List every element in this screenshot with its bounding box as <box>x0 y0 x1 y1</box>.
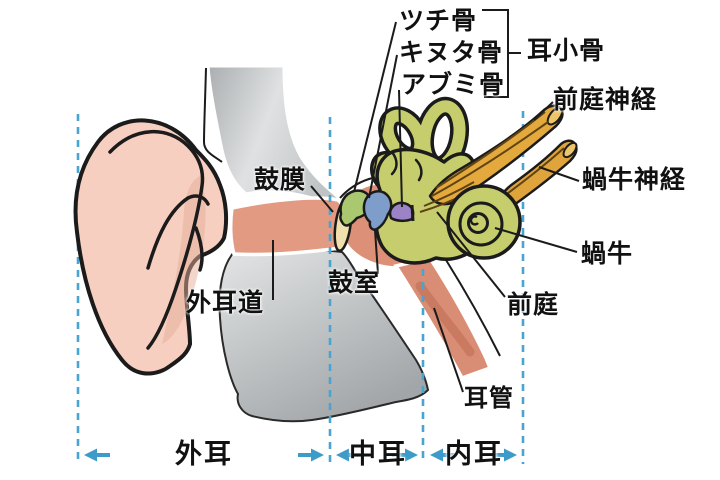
region-arrows <box>84 448 517 462</box>
label-ear-canal: 外耳道 <box>186 288 265 317</box>
ear-canal <box>228 196 348 257</box>
label-region-inner-ear: 内耳 <box>445 439 503 470</box>
leader-stapes <box>398 89 403 208</box>
label-region-middle-ear: 中耳 <box>349 439 407 470</box>
label-vestibular-nerve: 前庭神経 <box>553 85 658 114</box>
leader-vestibular-nerve <box>533 101 554 121</box>
label-ossicles: 耳小骨 <box>527 36 606 65</box>
label-cochlea: 蝸牛 <box>581 239 634 268</box>
leader-malleus <box>353 21 397 193</box>
label-region-outer-ear: 外耳 <box>175 439 233 470</box>
leader-cochlea <box>494 227 578 253</box>
tube-outer-line <box>445 259 501 357</box>
label-eardrum: 鼓膜 <box>254 165 307 194</box>
label-stapes: アブミ骨 <box>401 70 506 99</box>
arrow-middle-left <box>336 448 362 462</box>
arrow-inner-left <box>430 448 456 462</box>
leader-lines <box>272 9 580 393</box>
label-tympanic-cavity: 鼓室 <box>328 268 381 297</box>
ossicle-incus <box>362 190 393 231</box>
label-eustachian-tube: 耳管 <box>464 384 514 412</box>
arrow-middle-right <box>392 448 418 462</box>
ossicle-stapes <box>388 201 415 223</box>
leader-incus <box>368 54 398 199</box>
leader-eustachian-tube <box>433 307 464 393</box>
label-malleus: ツチ骨 <box>399 6 478 35</box>
pinna <box>73 118 229 376</box>
arrow-inner-right <box>491 448 517 462</box>
leader-cochlear-nerve <box>538 166 580 182</box>
cochlear-nerve-tip <box>562 141 578 159</box>
head-upper-gray <box>206 64 350 215</box>
leader-vestibule <box>436 211 506 298</box>
head-edge-line <box>202 67 223 163</box>
arrow-outer-left <box>84 448 110 462</box>
leader-tympanic-cavity <box>374 229 379 275</box>
arrow-outer-right <box>298 448 324 462</box>
leader-eardrum <box>310 185 334 213</box>
vestibule-detail-lines <box>390 150 423 182</box>
vestibular-nerve-tip <box>546 106 564 126</box>
eustachian-tube-inner <box>415 281 475 357</box>
label-vestibule: 前庭 <box>507 290 560 319</box>
label-incus: キヌタ骨 <box>399 38 504 67</box>
head-lower-gray <box>218 248 430 423</box>
cochlea-shape <box>446 184 522 260</box>
ossicles-bracket <box>482 9 521 98</box>
label-cochlear-nerve: 蝸牛神経 <box>582 165 687 194</box>
